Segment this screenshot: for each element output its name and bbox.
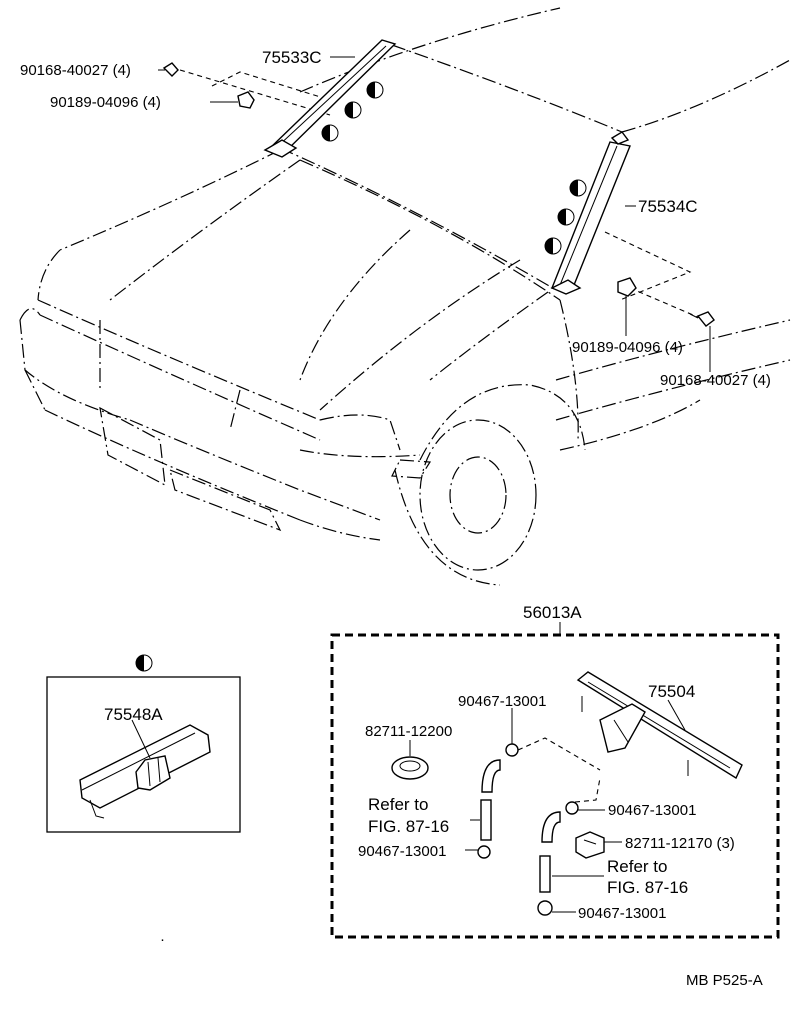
label-screw-right: 90168-40027 (4)	[660, 372, 771, 389]
half-circle-icon	[366, 81, 384, 99]
half-circle-icon	[569, 179, 587, 197]
clamp-icon-a	[391, 740, 429, 780]
material-symbol-group-left	[321, 81, 384, 142]
label-clip-left: 90189-04096 (4)	[50, 94, 161, 111]
label-clamp-a: 82711-12200	[365, 723, 452, 740]
clamp-icon-b	[575, 831, 622, 859]
label-moulding-left: 75533C	[262, 48, 322, 67]
label-hose-clip-top: 90467-13001	[458, 693, 546, 710]
label-refer-right-2: FIG. 87-16	[607, 878, 688, 897]
stray-mark: ·	[160, 931, 165, 948]
moulding-75533c	[263, 39, 397, 158]
label-hose-clip-bottom: 90467-13001	[578, 905, 666, 922]
label-refer-left-1: Refer to	[368, 795, 428, 814]
label-hose-clip-left: 90467-13001	[358, 843, 446, 860]
moulding-75534c	[550, 131, 631, 295]
hose-clip-icon-mid	[565, 777, 605, 815]
cover-box: 75548A	[46, 654, 241, 833]
clip-icon-right	[617, 277, 637, 336]
half-circle-icon	[557, 208, 575, 226]
screw-icon-right	[689, 311, 715, 372]
label-kit: 56013A	[523, 603, 582, 622]
label-refer-right-1: Refer to	[607, 857, 667, 876]
washer-kit-box: 56013A 75504 90467-13001 82711-12200	[330, 603, 780, 939]
car-body-outline	[19, 7, 791, 586]
half-circle-icon	[135, 654, 153, 672]
clip-icon-left	[210, 91, 255, 109]
label-nozzle-arm: 75504	[648, 682, 695, 701]
label-cover: 75548A	[104, 705, 163, 724]
label-clip-right: 90189-04096 (4)	[572, 339, 683, 356]
screw-icon-left	[158, 62, 179, 77]
label-screw-left: 90168-40027 (4)	[20, 62, 131, 79]
half-circle-icon	[544, 237, 562, 255]
label-moulding-right: 75534C	[638, 197, 698, 216]
half-circle-icon	[344, 101, 362, 119]
half-circle-icon	[321, 124, 339, 142]
hose-clip-icon-top	[505, 708, 601, 771]
hose-icon-left	[465, 759, 501, 859]
label-hose-clip-mid: 90467-13001	[608, 802, 696, 819]
hose-icon-right	[537, 811, 604, 916]
footer-code: MB P525-A	[686, 972, 763, 989]
material-symbol-group-right	[544, 179, 587, 255]
label-refer-left-2: FIG. 87-16	[368, 817, 449, 836]
label-clamp-b: 82711-12170 (3)	[625, 835, 735, 852]
